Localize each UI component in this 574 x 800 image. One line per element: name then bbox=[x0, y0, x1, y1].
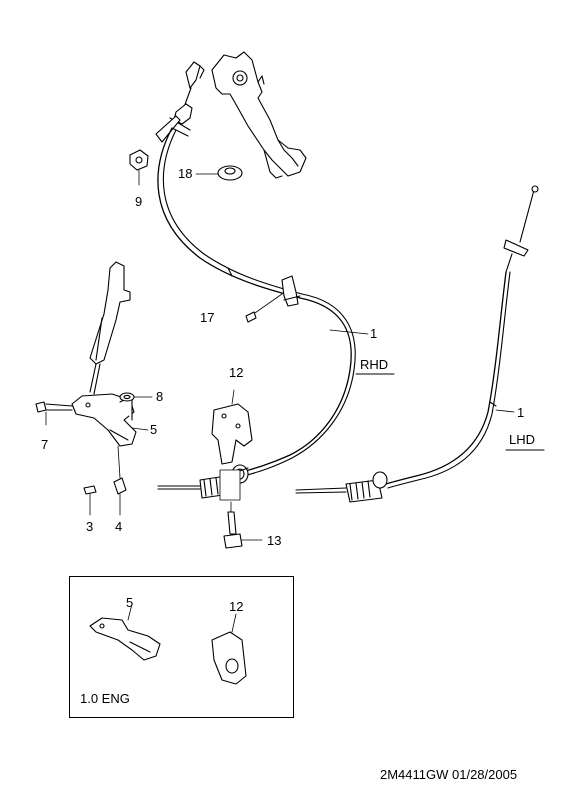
callout-7: 7 bbox=[41, 437, 49, 452]
shift-rod bbox=[89, 261, 131, 395]
grommet-18 bbox=[195, 165, 243, 181]
cable-lhd bbox=[295, 185, 539, 503]
callout-1-rhd: 1 bbox=[370, 326, 378, 341]
drawing-code: 2M4411GW 01/28/2005 bbox=[380, 767, 518, 782]
lever-plate-5 bbox=[71, 393, 137, 447]
inset-callout-12: 12 bbox=[229, 599, 244, 614]
callout-1-lhd: 1 bbox=[517, 405, 525, 420]
callout-5: 5 bbox=[150, 422, 158, 437]
inset-callout-5: 5 bbox=[126, 595, 134, 610]
nut-9 bbox=[129, 149, 149, 186]
bracket-12 bbox=[211, 389, 253, 465]
cable-upper-end bbox=[155, 61, 205, 143]
engine-variant-inset bbox=[69, 576, 294, 718]
bushing-8 bbox=[119, 392, 153, 402]
callout-4: 4 bbox=[115, 519, 123, 534]
pedal-lever bbox=[211, 51, 307, 179]
callout-8: 8 bbox=[156, 389, 164, 404]
cable-rhd-end bbox=[157, 464, 249, 501]
cable-bracket-17 bbox=[245, 275, 301, 323]
pin-4 bbox=[113, 445, 127, 516]
cable-rhd bbox=[157, 127, 356, 477]
inset-engine-label: 1.0 ENG bbox=[80, 691, 130, 706]
leader-lines bbox=[131, 329, 515, 431]
callout-13: 13 bbox=[267, 533, 282, 548]
inset-bracket-12 bbox=[211, 613, 247, 685]
rhd-label: RHD bbox=[360, 357, 389, 372]
callout-3: 3 bbox=[86, 519, 94, 534]
callout-12: 12 bbox=[229, 365, 244, 380]
bolt-7 bbox=[35, 401, 73, 426]
inset-plate-5 bbox=[89, 603, 161, 661]
lhd-label: LHD bbox=[509, 432, 536, 447]
clip-3 bbox=[83, 485, 97, 516]
callout-9: 9 bbox=[135, 194, 143, 209]
callout-17: 17 bbox=[200, 310, 215, 325]
bolt-13 bbox=[223, 501, 263, 549]
callout-18: 18 bbox=[178, 166, 193, 181]
